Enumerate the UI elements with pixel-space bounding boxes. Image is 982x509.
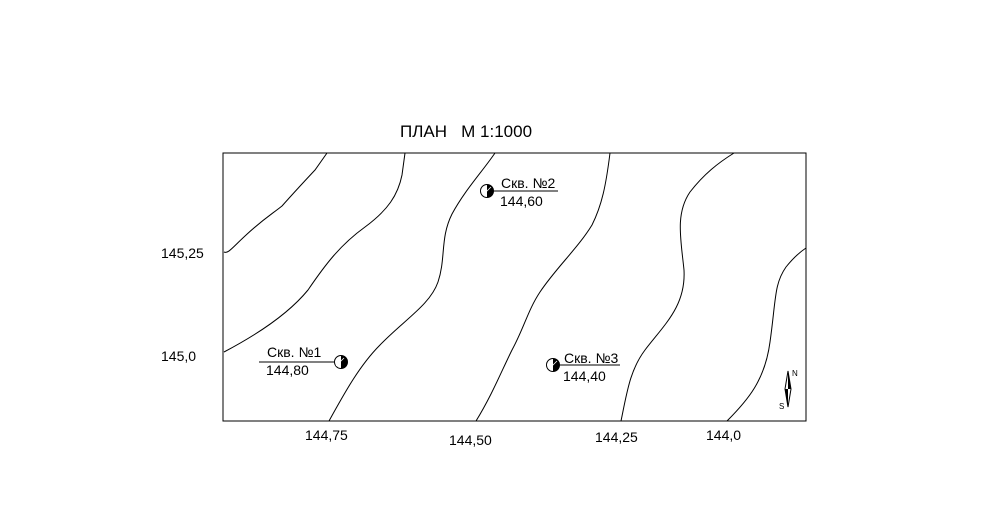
contour-label-144-75: 144,75 bbox=[305, 427, 348, 443]
borehole-1-name: Скв. №1 bbox=[267, 344, 322, 360]
borehole-1-elevation: 144,80 bbox=[266, 362, 309, 378]
contour-label-144-25: 144,25 bbox=[595, 429, 638, 445]
contour-line-144-50 bbox=[475, 152, 611, 422]
south-label: S bbox=[779, 402, 784, 411]
borehole-3-elevation: 144,40 bbox=[563, 368, 606, 384]
plan-title: ПЛАН М 1:1000 bbox=[400, 122, 533, 141]
contour-line-144-25 bbox=[620, 152, 735, 422]
contour-label-144-50: 144,50 bbox=[449, 432, 492, 448]
borehole-2-marker bbox=[480, 184, 558, 198]
north-label: N bbox=[792, 369, 798, 378]
borehole-3-name: Скв. №3 bbox=[564, 350, 619, 366]
borehole-3-marker bbox=[546, 358, 620, 372]
contour-line-144-0 bbox=[726, 247, 807, 422]
contour-line-145-0 bbox=[223, 152, 406, 353]
contour-label-145-25: 145,25 bbox=[161, 245, 204, 261]
borehole-2-elevation: 144,60 bbox=[500, 193, 543, 209]
north-arrow-icon: N S bbox=[779, 369, 798, 411]
map-frame bbox=[222, 152, 807, 422]
contour-label-145-0: 145,0 bbox=[161, 348, 197, 364]
contour-line-144-75 bbox=[328, 152, 496, 422]
contour-line-145-25 bbox=[223, 152, 328, 253]
contour-label-144-0: 144,0 bbox=[706, 427, 742, 443]
borehole-2-name: Скв. №2 bbox=[501, 175, 556, 191]
borehole-1-marker bbox=[259, 355, 348, 369]
